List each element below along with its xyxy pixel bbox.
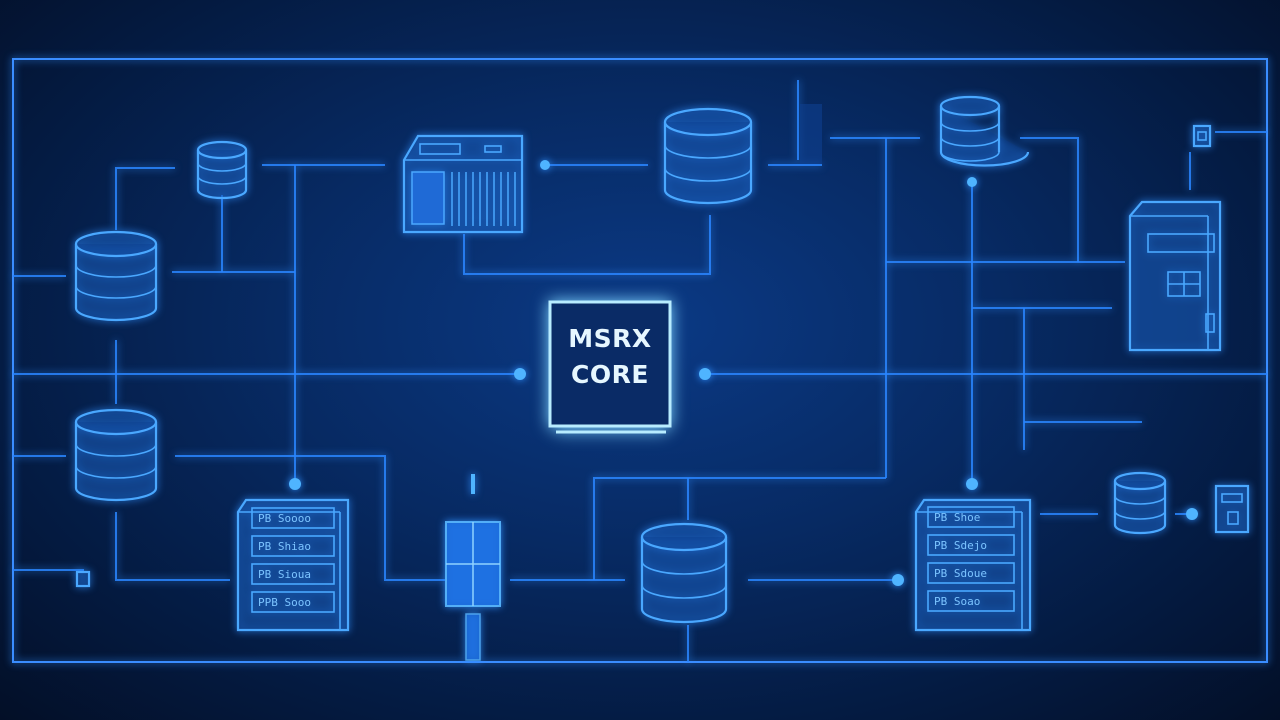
- chip-icon: [1192, 124, 1212, 148]
- database-icon: [1113, 471, 1167, 535]
- rack-row-label: PB Soao: [934, 595, 980, 608]
- database-icon: [640, 522, 728, 624]
- server-icon: [402, 134, 524, 234]
- core-node: MSRX CORE: [548, 300, 672, 434]
- database-icon: [74, 408, 158, 502]
- junction-dot: [967, 177, 977, 187]
- junction-dot: [892, 574, 904, 586]
- device-icon: [1214, 484, 1250, 534]
- junction-dot: [540, 160, 550, 170]
- junction-dot: [1186, 508, 1198, 520]
- junction-dot: [966, 478, 978, 490]
- database-icon: [939, 95, 1030, 167]
- junction-dots: [289, 160, 1198, 586]
- bus-segment: [800, 104, 822, 164]
- database-icon: [196, 140, 248, 200]
- rack-row-label: PB Sdejo: [934, 539, 987, 552]
- rack-row-label: PB Shiao: [258, 540, 311, 553]
- port-icon: [75, 570, 91, 588]
- rack-row-label: PPB Sooo: [258, 596, 311, 609]
- computer-tower-icon: [1128, 200, 1222, 352]
- core-label-line1: MSRX: [568, 324, 651, 353]
- connection-lines: [13, 80, 1267, 662]
- database-icon: [663, 107, 753, 205]
- core-label-line2: CORE: [571, 360, 649, 389]
- switch-icon: [445, 474, 501, 661]
- junction-dot: [289, 478, 301, 490]
- rack-row-label: PB Sdoue: [934, 567, 987, 580]
- rack-row-label: PB Soooo: [258, 512, 311, 525]
- outer-frame: [12, 58, 1268, 663]
- rack-row-label: PB Sioua: [258, 568, 311, 581]
- server-rack-icon: PB Soooo PB Shiao PB Sioua PPB Sooo: [236, 498, 350, 632]
- server-rack-icon: PB Shoe PB Sdejo PB Sdoue PB Soao: [914, 498, 1032, 632]
- rack-row-label: PB Shoe: [934, 511, 980, 524]
- database-icon: [74, 230, 158, 322]
- junction-dot: [699, 368, 711, 380]
- junction-dot: [514, 368, 526, 380]
